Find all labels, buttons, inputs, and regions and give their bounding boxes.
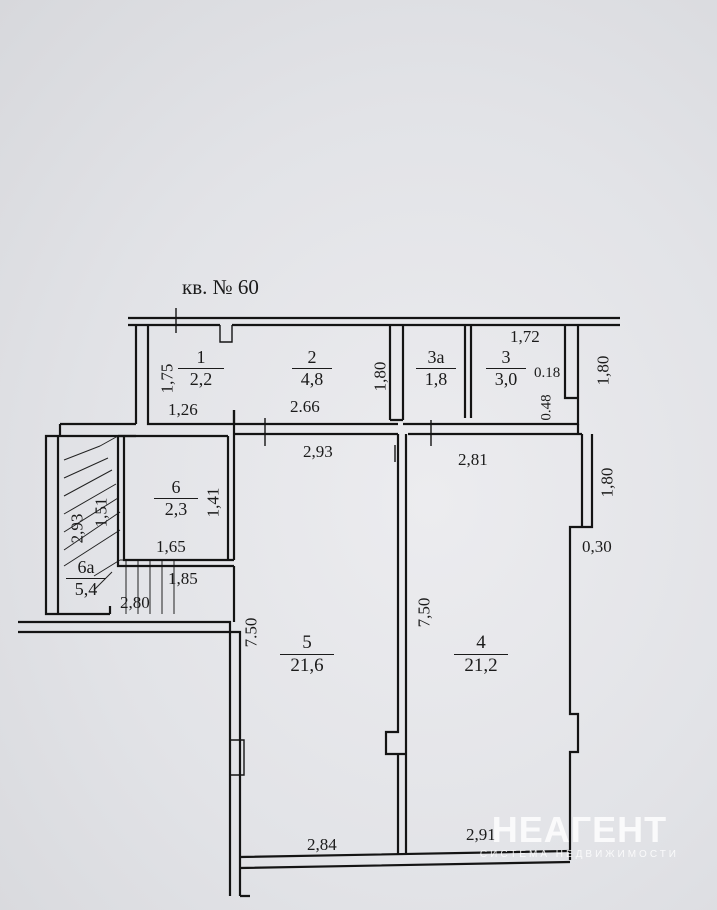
room-1-number: 1	[178, 348, 224, 369]
room-1-label: 1 2,2	[178, 348, 224, 389]
dim-r3-top: 1,72	[510, 327, 540, 346]
room-6-walls	[116, 434, 236, 568]
dim-r3-small1: 0.18	[534, 365, 561, 381]
dim-stair-h2: 1,51	[91, 497, 111, 528]
room-6-label: 6 2,3	[154, 478, 198, 519]
dim-right-upper: 1,80	[593, 355, 613, 386]
top-exterior-wall	[128, 316, 620, 327]
dim-right-wall: 0,30	[582, 537, 612, 556]
room-5-label: 5 21,6	[280, 633, 334, 676]
room-2-label: 2 4,8	[292, 348, 332, 389]
staircase-walls	[44, 422, 136, 616]
dim-corridor-left: 2,93	[303, 442, 333, 461]
dim-corridor-right: 2,81	[458, 450, 488, 469]
dim-r6-height: 1,41	[203, 487, 223, 518]
dim-r3-small2: 0.48	[538, 394, 555, 421]
watermark-tagline: СИСТЕМА НЕДВИЖИМОСТИ	[479, 849, 679, 860]
room-6-number: 6	[154, 478, 198, 499]
room-3a-area: 1,8	[424, 368, 448, 389]
dim-stair-h1: 2,93	[67, 513, 87, 544]
right-exterior-wall	[568, 434, 594, 860]
room-2-number: 2	[292, 348, 332, 369]
dim-r5-bottom: 2,84	[307, 835, 337, 854]
dim-right-mid: 1,80	[597, 467, 617, 498]
central-partition	[384, 434, 408, 855]
dim-r4-bottom: 2,91	[466, 825, 496, 844]
room-4-number: 4	[454, 633, 508, 655]
room-1-area: 2,2	[189, 368, 213, 389]
room-2-walls	[232, 325, 405, 426]
room-4-area: 21,2	[464, 654, 498, 676]
dim-r2-width: 2.66	[290, 397, 320, 416]
lower-left-pilaster	[230, 739, 245, 776]
room-3a-number: 3а	[416, 348, 456, 369]
dim-r5-height: 7.50	[241, 617, 261, 648]
dim-stair-w2: 2,80	[120, 593, 150, 612]
room-3a-walls	[403, 325, 565, 426]
watermark: НЕАГЕНТ СИСТЕМА НЕДВИЖИМОСТИ	[480, 809, 679, 860]
lower-left-wall	[18, 566, 242, 896]
room-5-number: 5	[280, 633, 334, 655]
room-6a-area: 5,4	[74, 578, 98, 599]
room-3-number: 3	[486, 348, 526, 369]
room-2-area: 4,8	[300, 368, 324, 389]
room-6-area: 2,3	[164, 498, 188, 519]
corridor-wall	[232, 424, 582, 436]
apartment-title: кв. № 60	[182, 275, 259, 299]
room-3a-label: 3а 1,8	[416, 348, 456, 389]
room-4-label: 4 21,2	[454, 633, 508, 676]
top-wall-notch	[219, 325, 233, 343]
dim-r4-height: 7,50	[414, 597, 434, 628]
room-6a-number: 6а	[66, 558, 106, 579]
watermark-name: НЕАГЕНТ	[491, 809, 668, 850]
room-3-label: 3 3,0	[486, 348, 526, 389]
dim-r1-width: 1,26	[168, 400, 198, 419]
dim-r1-height: 1,75	[157, 363, 177, 394]
bottom-wall	[239, 849, 571, 898]
dim-r6-width: 1,65	[156, 537, 186, 556]
room-5-area: 21,6	[290, 654, 324, 676]
room-3-walls	[563, 325, 580, 426]
room-3-area: 3,0	[494, 368, 518, 389]
dim-r2-height: 1,80	[370, 361, 390, 392]
dim-stair-w1: 1,85	[168, 569, 198, 588]
room-6a-label: 6а 5,4	[66, 558, 106, 599]
